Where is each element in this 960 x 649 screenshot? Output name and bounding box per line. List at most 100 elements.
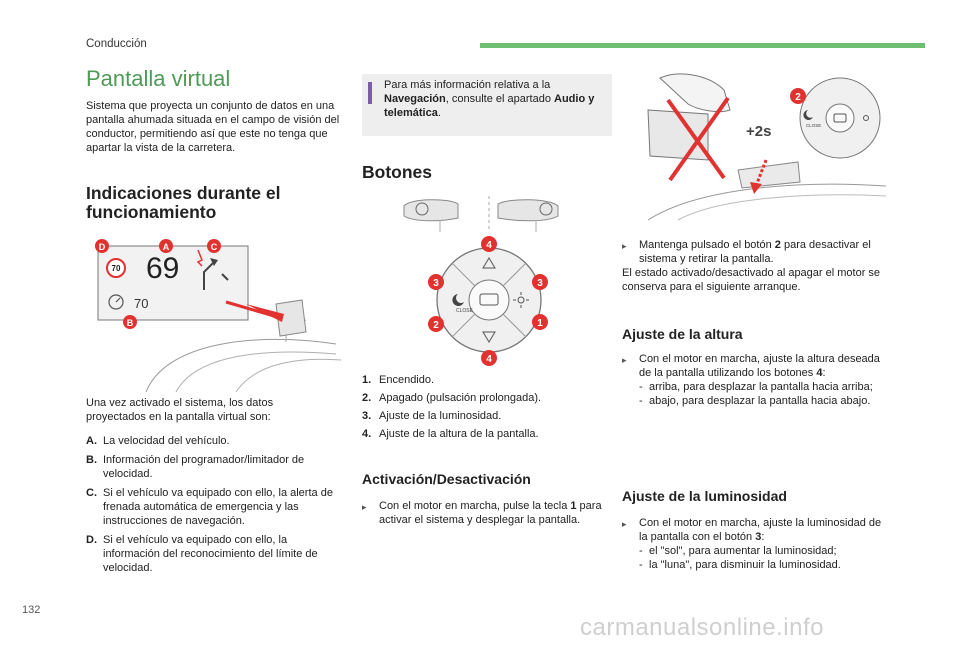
page-title: Pantalla virtual bbox=[86, 66, 231, 91]
cruise-value: 70 bbox=[134, 296, 148, 311]
botones-heading: Botones bbox=[362, 162, 432, 182]
info-note: Para más información relativa a la Naveg… bbox=[362, 74, 612, 136]
list-item: 2. Apagado (pulsación prolongada). bbox=[362, 392, 542, 404]
indicaciones-heading: Indicaciones durante el funcionamiento bbox=[86, 184, 346, 222]
luminosidad-section: ▸ Con el motor en marcha, ajuste la lumi… bbox=[622, 516, 884, 572]
list-item: 3. Ajuste de la luminosidad. bbox=[362, 410, 502, 422]
button-label-4-bottom: 4 bbox=[486, 354, 492, 365]
stalk-illustration bbox=[647, 109, 709, 161]
marker-c: C bbox=[211, 242, 218, 252]
list-item: -abajo, para desplazar la pantalla hacia… bbox=[639, 395, 871, 407]
sun-icon bbox=[863, 115, 869, 121]
projection-ray bbox=[246, 304, 284, 322]
marker-a: A bbox=[163, 242, 170, 252]
mantenga-bullet: ▸ Mantenga pulsado el botón 2 para desac… bbox=[622, 239, 871, 265]
arrow-down-icon bbox=[482, 331, 496, 343]
activacion-bullet: ▸ Con el motor en marcha, pulse la tecla… bbox=[362, 500, 602, 526]
emergency-brake-alert-icon bbox=[196, 249, 203, 267]
altura-heading: Ajuste de la altura bbox=[622, 326, 743, 342]
center-button bbox=[825, 103, 855, 133]
activacion-heading: Activación/Desactivación bbox=[362, 471, 531, 487]
altura-section: ▸ Con el motor en marcha, ajuste la altu… bbox=[622, 352, 884, 408]
page-number: 132 bbox=[22, 604, 41, 616]
list-item: -la "luna", para disminuir la luminosida… bbox=[639, 559, 841, 571]
bullet-icon: ▸ bbox=[622, 355, 627, 365]
indicaciones-heading-line1: Indicaciones durante el bbox=[86, 183, 281, 203]
marker-b: B bbox=[127, 318, 134, 328]
button-pad-illustration: CLOSE 4 3 3 2 1 4 bbox=[403, 196, 559, 366]
dashboard-curve bbox=[175, 351, 337, 392]
dashboard-curve bbox=[235, 358, 342, 392]
hud-screen bbox=[737, 161, 801, 189]
info-note-text: Para más información relativa a la Naveg… bbox=[384, 79, 595, 119]
button-label-3-left: 3 bbox=[433, 278, 439, 289]
section-label: Conducción bbox=[86, 38, 147, 50]
button-label-3-right: 3 bbox=[537, 278, 543, 289]
altura-bullet: ▸ Con el motor en marcha, ajuste la altu… bbox=[622, 353, 880, 379]
hud-toggle-icon bbox=[479, 293, 499, 306]
pad-divider bbox=[451, 313, 476, 338]
indicaciones-paragraph: Una vez activado el sistema, los datos p… bbox=[86, 397, 274, 423]
pad-divider bbox=[451, 262, 476, 287]
dashboard-curve bbox=[647, 183, 887, 221]
list-item: D. Si el vehículo va equipado con ello, … bbox=[86, 534, 318, 574]
dashboard-curve bbox=[145, 338, 337, 392]
list-item: C. Si el vehículo va equipado con ello, … bbox=[86, 487, 333, 527]
arrow-up-icon bbox=[482, 257, 496, 269]
cross-icon bbox=[666, 98, 726, 180]
cross-icon bbox=[668, 96, 730, 182]
luminosidad-heading: Ajuste de la luminosidad bbox=[622, 488, 787, 504]
steering-wheel-icon bbox=[415, 202, 429, 216]
moon-icon bbox=[452, 294, 464, 306]
close-label: CLOSE bbox=[806, 123, 821, 128]
sun-icon bbox=[517, 296, 525, 304]
list-item: 1. Encendido. bbox=[362, 374, 435, 386]
hud-toggle-icon bbox=[833, 113, 847, 123]
navigation-arrow-icon bbox=[210, 258, 218, 266]
sun-icon bbox=[513, 292, 529, 308]
center-button bbox=[468, 279, 510, 321]
bullet-icon: ▸ bbox=[622, 241, 627, 251]
hud-illustration: 70 69 70 D A C B bbox=[95, 239, 342, 392]
indicaciones-heading-line2: funcionamiento bbox=[86, 202, 217, 222]
button-label-4-top: 4 bbox=[486, 240, 492, 251]
steering-stalk bbox=[497, 199, 559, 222]
luminosidad-bullet: ▸ Con el motor en marcha, ajuste la lumi… bbox=[622, 517, 882, 543]
list-item: -arriba, para desplazar la pantalla haci… bbox=[639, 381, 873, 393]
hud-screen bbox=[97, 245, 249, 321]
mantenga-note: El estado activado/desactivado al apagar… bbox=[622, 267, 881, 293]
bullet-icon: ▸ bbox=[362, 502, 367, 512]
hold-duration-label: +2s bbox=[746, 123, 771, 140]
speed-limit-value: 70 bbox=[112, 264, 121, 273]
pad-divider bbox=[502, 313, 527, 338]
close-label: CLOSE bbox=[456, 308, 474, 314]
button-label-2: 2 bbox=[795, 92, 801, 103]
button-label-1: 1 bbox=[537, 318, 543, 329]
section-divider bbox=[480, 43, 925, 48]
navigation-arrow-icon bbox=[203, 261, 215, 290]
cruise-control-icon bbox=[115, 297, 121, 303]
deactivation-illustration: CLOSE +2s 2 bbox=[647, 73, 887, 221]
bullet-icon: ▸ bbox=[622, 519, 627, 529]
button-label-2: 2 bbox=[433, 320, 439, 331]
marker-d: D bbox=[99, 242, 106, 252]
intro-paragraph: Sistema que proyecta un conjunto de dato… bbox=[86, 100, 340, 154]
dashboard-curve bbox=[677, 194, 887, 221]
list-item: B. Información del programador/limitador… bbox=[86, 454, 305, 480]
cruise-control-icon bbox=[108, 294, 124, 310]
list-item: -el "sol", para aumentar la luminosidad; bbox=[639, 545, 837, 557]
navigation-arrow-icon bbox=[221, 273, 229, 281]
watermark: carmanualsonline.info bbox=[580, 614, 824, 641]
indicaciones-list: A. La velocidad del vehículo. B. Informa… bbox=[86, 434, 342, 580]
pad-divider bbox=[502, 262, 527, 287]
list-item: 4. Ajuste de la altura de la pantalla. bbox=[362, 428, 539, 440]
speed-limit-sign-icon bbox=[106, 258, 126, 278]
botones-list: 1. Encendido. 2. Apagado (pulsación prol… bbox=[362, 373, 612, 445]
list-item: A. La velocidad del vehículo. bbox=[86, 435, 230, 447]
info-bar bbox=[368, 82, 372, 104]
down-arrow-icon bbox=[750, 182, 762, 194]
moon-icon bbox=[803, 110, 813, 120]
steering-wheel-icon bbox=[539, 202, 553, 216]
vehicle-speed: 69 bbox=[146, 252, 179, 285]
projector-module bbox=[275, 299, 307, 337]
